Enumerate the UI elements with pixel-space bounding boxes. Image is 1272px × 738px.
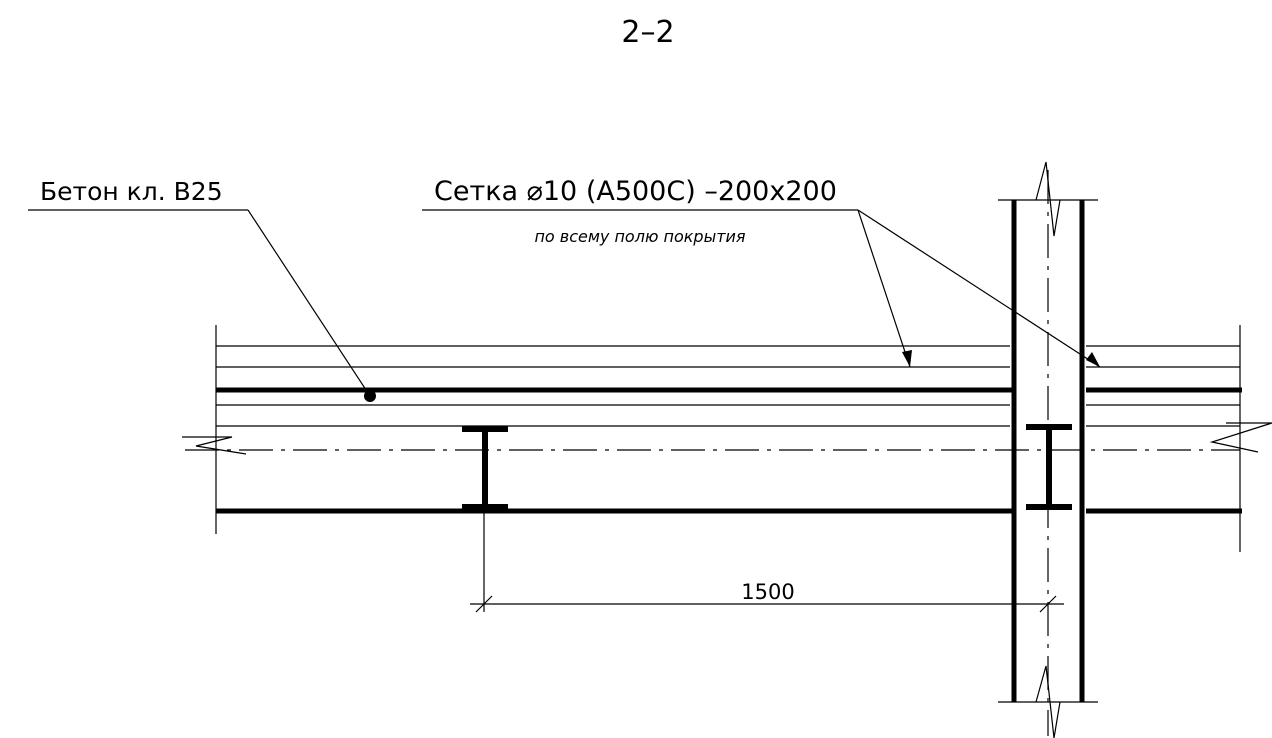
rebar-lines (216, 387, 1242, 514)
dimension-value: 1500 (741, 580, 794, 604)
label-mesh: Сетка ⌀10 (А500С) –200х200 (434, 176, 837, 207)
label-concrete: Бетон кл. В25 (40, 177, 223, 206)
leader-mesh-2-arrow (1086, 352, 1100, 367)
left-break-line (182, 325, 247, 534)
right-break-line (1209, 325, 1272, 552)
section-title: 2–2 (621, 15, 674, 50)
leader-dot (364, 390, 376, 402)
label-mesh-sub: по всему полю покрытия (534, 227, 745, 246)
leader-concrete (247, 209, 371, 397)
i-beam-column (1026, 424, 1072, 510)
i-beam-left (462, 426, 508, 510)
leader-mesh-1-arrow (902, 350, 912, 367)
leader-mesh-2 (857, 209, 1101, 368)
leader-mesh-1 (857, 209, 911, 368)
dimension-1500 (470, 510, 1064, 613)
slab-lines (216, 345, 1240, 427)
